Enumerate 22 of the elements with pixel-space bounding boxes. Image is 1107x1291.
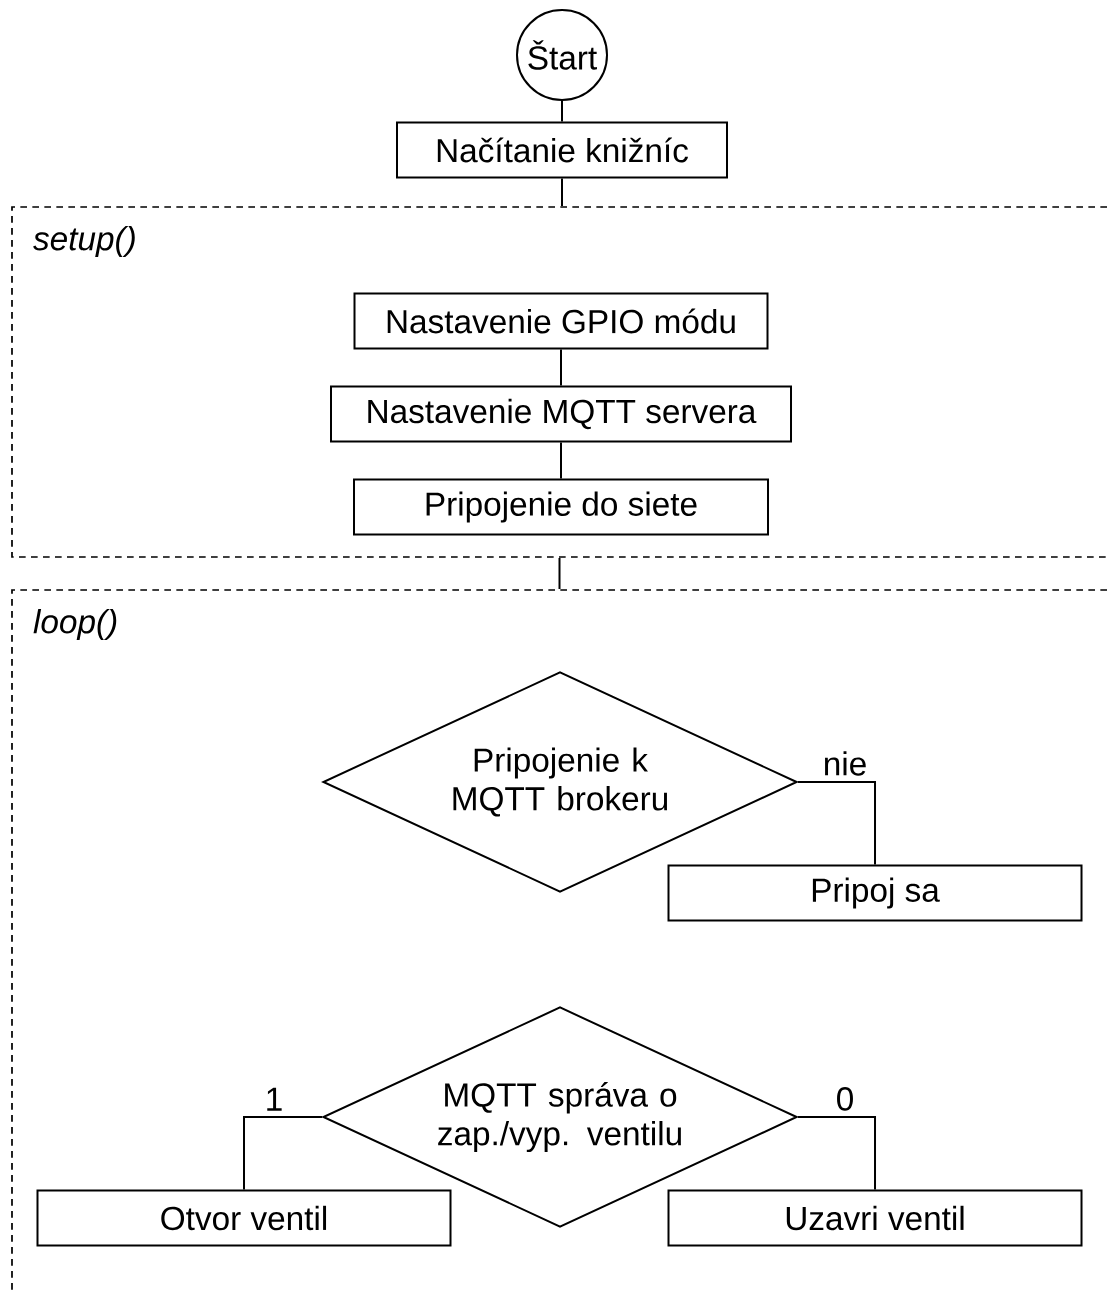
process-box: Nastavenie MQTT servera [330, 385, 792, 443]
frame-title: setup() [33, 226, 135, 258]
edge-label: 1 [263, 1086, 285, 1112]
process-box: Nastavenie GPIO módu [353, 292, 769, 350]
dashed-frame [11, 206, 1107, 558]
connector-line [561, 177, 563, 207]
process-box: Pripoj sa [667, 864, 1083, 922]
process-box: Otvor ventil [36, 1189, 452, 1247]
connector-line [243, 1116, 323, 1191]
frame-title: loop() [33, 609, 117, 641]
connector-line [797, 1116, 876, 1191]
process-box: Načítanie knižníc [396, 121, 728, 179]
edge-label: nie [821, 749, 869, 777]
process-box: Pripojenie do siete [353, 478, 769, 536]
connector-line [558, 557, 561, 590]
connector-line [560, 348, 562, 387]
dashed-frame [11, 589, 1107, 1291]
edge-label: 0 [834, 1085, 856, 1112]
connector-line [561, 100, 563, 123]
connector-line [797, 781, 876, 866]
process-box: Uzavri ventil [667, 1189, 1083, 1247]
connector-line [560, 441, 562, 480]
